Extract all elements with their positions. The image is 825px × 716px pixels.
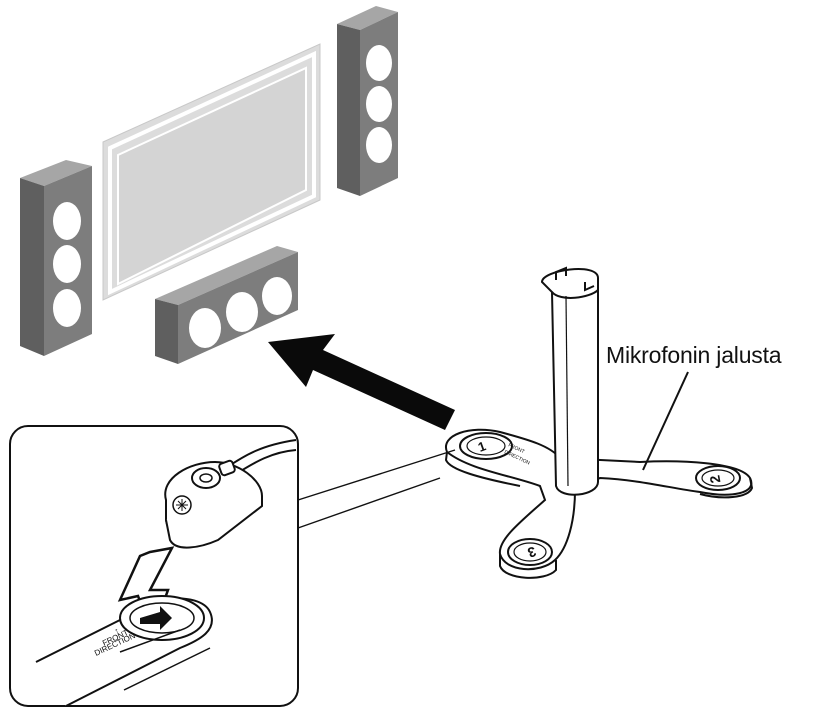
tv bbox=[102, 43, 321, 301]
microphone-stand bbox=[444, 266, 754, 579]
direction-arrow bbox=[268, 334, 455, 430]
pad-number-2: 2 bbox=[706, 474, 723, 485]
speaker-front-right bbox=[337, 6, 398, 196]
callout-leader bbox=[642, 371, 689, 471]
inset-connector bbox=[297, 449, 456, 529]
speaker-front-left bbox=[20, 160, 92, 356]
microphone-stand-label: Mikrofonin jalusta bbox=[606, 342, 782, 368]
inset-arrow-up: ↑ bbox=[113, 626, 120, 636]
pad-number-1: 1 bbox=[476, 438, 488, 455]
inset-panel: ↑ FRONT DIRECTION bbox=[9, 425, 299, 707]
speaker-center bbox=[155, 246, 298, 364]
